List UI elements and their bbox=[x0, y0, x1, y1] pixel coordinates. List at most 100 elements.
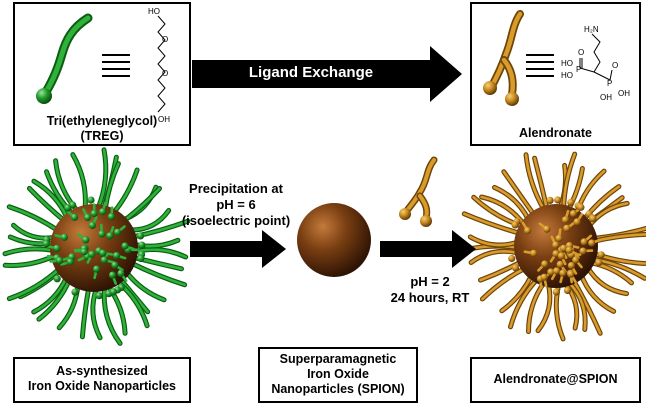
alendronate-structure bbox=[579, 33, 613, 81]
ligand-bead bbox=[87, 196, 95, 204]
ligand-bead bbox=[552, 241, 560, 249]
equivalence-icon-2 bbox=[526, 54, 554, 77]
ligand-strand bbox=[102, 285, 122, 345]
ligand-strand bbox=[582, 185, 621, 222]
ligand-bead bbox=[553, 267, 561, 275]
ligand-bead bbox=[98, 230, 106, 238]
treg-atom: OH bbox=[158, 115, 170, 124]
ligand-bead bbox=[64, 204, 72, 212]
ligand-strand bbox=[592, 252, 646, 265]
ligand-bead bbox=[557, 252, 566, 260]
ligand-bead bbox=[580, 238, 588, 246]
treg-ligand-icon bbox=[36, 13, 93, 104]
ligand-bead bbox=[546, 196, 554, 204]
ligand-bead bbox=[572, 256, 580, 264]
ligand-strand bbox=[562, 152, 576, 211]
alendronate-atom: HO bbox=[561, 59, 573, 68]
ligand-bead bbox=[66, 258, 74, 266]
treg-box bbox=[13, 2, 191, 146]
ligand-strand bbox=[32, 179, 69, 220]
ligand-bead bbox=[108, 271, 117, 279]
ligand-bead bbox=[112, 252, 121, 260]
ligand-bead bbox=[567, 198, 575, 206]
precipitation-line2: pH = 6 bbox=[216, 197, 256, 212]
ligand-bead bbox=[138, 241, 146, 249]
ligand-strand bbox=[579, 273, 615, 313]
ligand-bead bbox=[111, 261, 119, 269]
ligand-bead bbox=[589, 215, 597, 223]
ligand-bead bbox=[106, 232, 114, 240]
ligand-strand bbox=[7, 205, 60, 232]
ligand-bead bbox=[117, 269, 125, 277]
ligand-strand bbox=[509, 277, 539, 329]
ligand-bead bbox=[552, 250, 560, 258]
ligand-bead bbox=[53, 244, 61, 252]
ligand-strand bbox=[480, 195, 526, 227]
ligand-bead bbox=[56, 257, 64, 265]
ligand-bead bbox=[80, 248, 88, 256]
ligand-bead bbox=[595, 259, 603, 267]
ligand-bead bbox=[42, 240, 50, 248]
ligand-strand bbox=[37, 278, 71, 321]
ligand-bead bbox=[567, 270, 575, 278]
ligand-strand bbox=[106, 284, 127, 335]
ligand-bead bbox=[597, 251, 605, 259]
caption-mid-box bbox=[258, 347, 418, 403]
ligand-bead bbox=[511, 264, 520, 272]
ligand-bead bbox=[569, 210, 578, 218]
conditions-line2: 24 hours, RT bbox=[390, 290, 470, 305]
ligand-bead bbox=[540, 273, 548, 281]
ligand-strand bbox=[96, 148, 108, 210]
conditions-line1: pH = 2 bbox=[410, 274, 450, 289]
ligand-bead bbox=[543, 225, 551, 233]
spion-core-icon bbox=[297, 203, 371, 277]
ligand-bead bbox=[99, 208, 107, 216]
ligand-bead bbox=[588, 239, 596, 247]
treg-label-line2: (TREG) bbox=[80, 129, 124, 143]
alendronate-label: Alendronate bbox=[519, 126, 592, 140]
conditions-label: pH = 2 24 hours, RT bbox=[370, 274, 490, 306]
caption-left-line1: As-synthesized bbox=[56, 364, 148, 378]
ligand-exchange-label: Ligand Exchange bbox=[248, 64, 374, 81]
ligand-bead bbox=[71, 213, 79, 221]
ligand-strand bbox=[533, 156, 549, 211]
ligand-bead bbox=[577, 203, 585, 211]
precipitation-line1: Precipitation at bbox=[189, 181, 283, 196]
treg-label-line1: Tri(ethyleneglycol) bbox=[46, 114, 158, 128]
ligand-strand bbox=[122, 187, 161, 223]
alendronate-atom: HO bbox=[561, 71, 573, 80]
equivalence-icon bbox=[102, 54, 130, 77]
ligand-bead bbox=[563, 224, 571, 232]
ligand-bead bbox=[121, 242, 129, 250]
ligand-bead bbox=[561, 216, 570, 224]
caption-right: Alendronate@SPION bbox=[493, 372, 618, 386]
ligand-bead bbox=[113, 228, 122, 236]
alendronate-nanoparticle-icon bbox=[461, 151, 646, 342]
ligand-strand bbox=[555, 282, 565, 341]
ligand-strand bbox=[71, 153, 87, 211]
ligand-strand bbox=[81, 286, 91, 339]
ligand-bead bbox=[93, 265, 101, 273]
ligand-bead bbox=[552, 288, 560, 296]
ligand-strand bbox=[91, 286, 102, 340]
ligand-strand bbox=[3, 247, 56, 255]
ligand-strand bbox=[502, 170, 536, 217]
ligand-strand bbox=[45, 170, 75, 216]
ligand-strand bbox=[131, 256, 183, 271]
precipitation-arrow bbox=[190, 230, 286, 268]
ligand-strand bbox=[463, 212, 522, 235]
free-alendronate-icon bbox=[399, 156, 438, 227]
ligand-bead bbox=[547, 268, 555, 276]
ligand-bead bbox=[100, 256, 108, 264]
ligand-bead bbox=[524, 227, 532, 235]
ligand-bead bbox=[82, 236, 90, 244]
treg-structure bbox=[157, 15, 166, 113]
ligand-strand bbox=[524, 153, 546, 212]
ligand-strand bbox=[536, 281, 552, 332]
ligand-bead bbox=[541, 260, 549, 268]
alendronate-ligand-icon bbox=[483, 10, 524, 106]
caption-mid-line3: Nanoparticles (SPION) bbox=[271, 382, 405, 396]
ligand-strand bbox=[8, 267, 61, 300]
ligand-bead bbox=[579, 247, 587, 255]
